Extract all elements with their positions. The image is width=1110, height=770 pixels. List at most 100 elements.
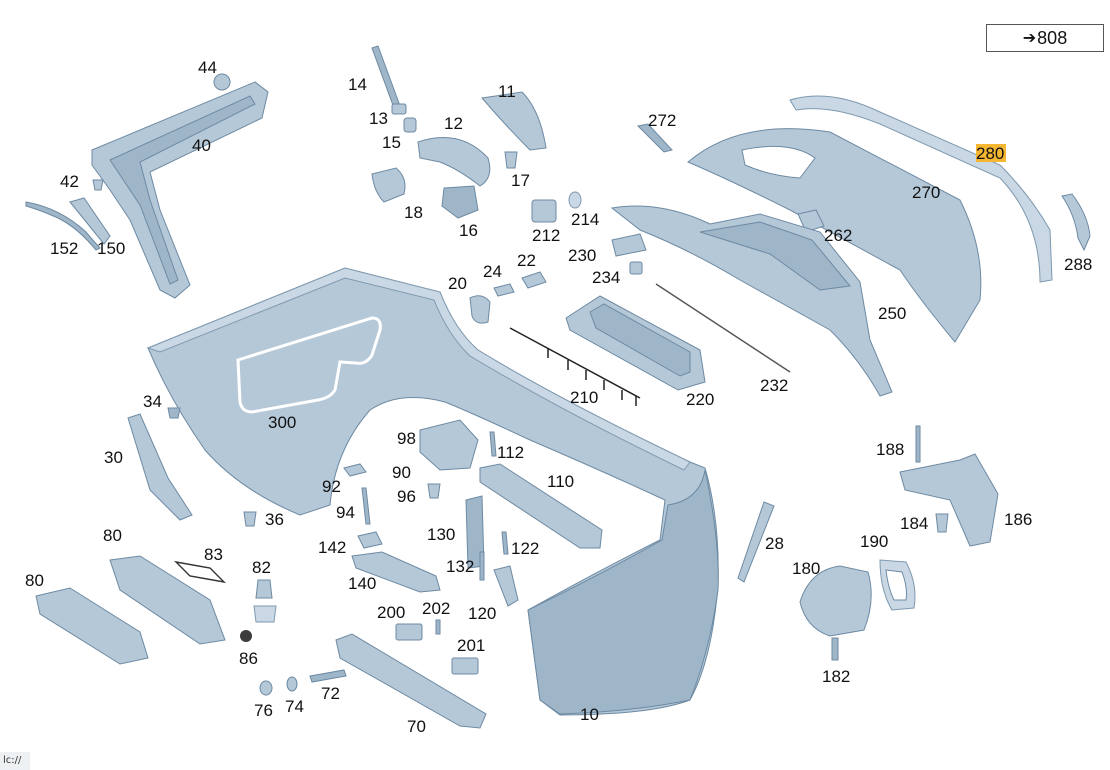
cable-232-part[interactable] [655,283,791,373]
trim-strip-150-part[interactable] [69,197,111,245]
clip-24-part[interactable] [493,283,515,297]
clip-82-part[interactable] [255,579,273,599]
housing-12-part[interactable] [417,137,491,187]
bracket-16-part[interactable] [441,185,479,219]
part-label-highlighted: 280 [976,144,1004,163]
trim-288-part[interactable] [1061,193,1091,252]
part-label: 190 [860,532,888,551]
diffuser-opening-part [741,145,816,179]
diffuser-panel-270-part[interactable] [687,128,982,343]
pin-132-part[interactable] [479,551,485,581]
clip-42-part[interactable] [92,179,104,191]
part-label: 22 [517,251,536,270]
arrow-right-icon: ➔ [1022,30,1037,47]
part-label: 40 [192,136,211,155]
washer-74-part[interactable] [286,676,298,692]
part-label: 112 [497,443,524,462]
bracket-120-part[interactable] [493,565,519,607]
sleeve-15-part[interactable] [403,117,417,133]
part-label: 28 [765,534,784,553]
clip-36-part[interactable] [243,511,257,527]
gasket-83-part[interactable] [173,560,227,584]
screw-34-part[interactable] [167,407,181,419]
clip-142-part[interactable] [357,531,383,549]
pin-122-part[interactable] [501,531,509,555]
trim-strip-280-part[interactable] [789,95,1053,283]
clip-184-part[interactable] [935,513,949,533]
cap-20-part[interactable] [469,295,491,324]
part-label: 270 [912,183,940,202]
pin-188-part[interactable] [915,425,921,463]
bumper-top-edge-part [146,267,691,471]
bracket-98-part[interactable] [419,419,479,471]
bolt-182-part[interactable] [831,637,839,661]
harness-210-clips-part [547,348,637,406]
part-label: 70 [407,717,426,736]
part-label: 152 [50,239,78,258]
part-label: 232 [760,376,788,395]
reference-box[interactable]: ➔ 808 [986,24,1104,52]
clip-22-part[interactable] [521,271,547,289]
part-label: 76 [254,701,273,720]
part-label: 82 [252,558,271,577]
part-label: 210 [570,388,598,407]
part-label: 42 [60,172,79,191]
trim-strip-152-part[interactable] [25,201,101,251]
pin-112-part[interactable] [489,431,497,457]
part-label: 201 [457,636,485,655]
clip-92-part[interactable] [343,463,367,477]
clip-234-part[interactable] [629,261,643,275]
highlight-280 [976,144,1006,162]
mount-80a-part[interactable] [109,555,226,645]
left-guide-bracket-part[interactable] [91,81,269,299]
part-label: 142 [318,538,346,557]
footer-text: lc:// [0,752,30,770]
part-label: 30 [104,448,123,467]
rod-72-part[interactable] [309,669,347,683]
clip-44-part[interactable] [213,73,231,91]
part-label: 184 [900,514,928,533]
rod-14-part[interactable] [371,45,401,109]
mount-80b-part[interactable] [35,587,149,665]
sleeve-13-part[interactable] [391,103,407,115]
exhaust-tip-180-part[interactable] [799,565,872,637]
part-label: 140 [348,574,376,593]
pin-272-part[interactable] [636,123,673,153]
part-label: 288 [1064,255,1092,274]
strip-28-part[interactable] [737,501,775,583]
harness-210-part[interactable] [509,327,641,399]
washer-86-part[interactable] [240,630,252,642]
plate-201-part[interactable] [451,657,479,675]
part-label: 20 [448,274,467,293]
bolt-17-part[interactable] [504,151,518,169]
part-label: 220 [686,390,714,409]
part-label: 186 [1004,510,1032,529]
ring-214-part[interactable] [568,191,582,209]
part-label: 74 [285,697,304,716]
sensor-212-part[interactable] [531,199,557,223]
sensor-outline-part [236,316,382,414]
bumper-inner-shadow-part [527,469,719,715]
pin-202-part[interactable] [435,619,441,635]
part-label: 92 [322,477,341,496]
pin-94-part[interactable] [361,487,371,525]
bracket-230-part[interactable] [611,233,647,257]
cover-11-part[interactable] [481,91,547,151]
bracket-262-part[interactable] [797,209,825,233]
washer-76-part[interactable] [259,680,273,696]
side-bracket-30-part[interactable] [127,413,193,521]
clip-96-part[interactable] [427,483,441,499]
rail-110-part[interactable] [479,463,603,549]
bracket-186-part[interactable] [899,453,999,547]
part-label: 214 [571,210,599,229]
plate-200-part[interactable] [395,623,423,641]
part-label: 300 [268,413,296,432]
left-guide-bracket-rib-part [109,95,256,285]
lower-bracket-70-part[interactable] [335,633,487,729]
part-label: 15 [382,133,401,152]
bracket-140-part[interactable] [351,551,441,593]
part-label: 272 [648,111,676,130]
cap-18-part[interactable] [371,167,406,203]
reference-number: 808 [1037,27,1068,48]
